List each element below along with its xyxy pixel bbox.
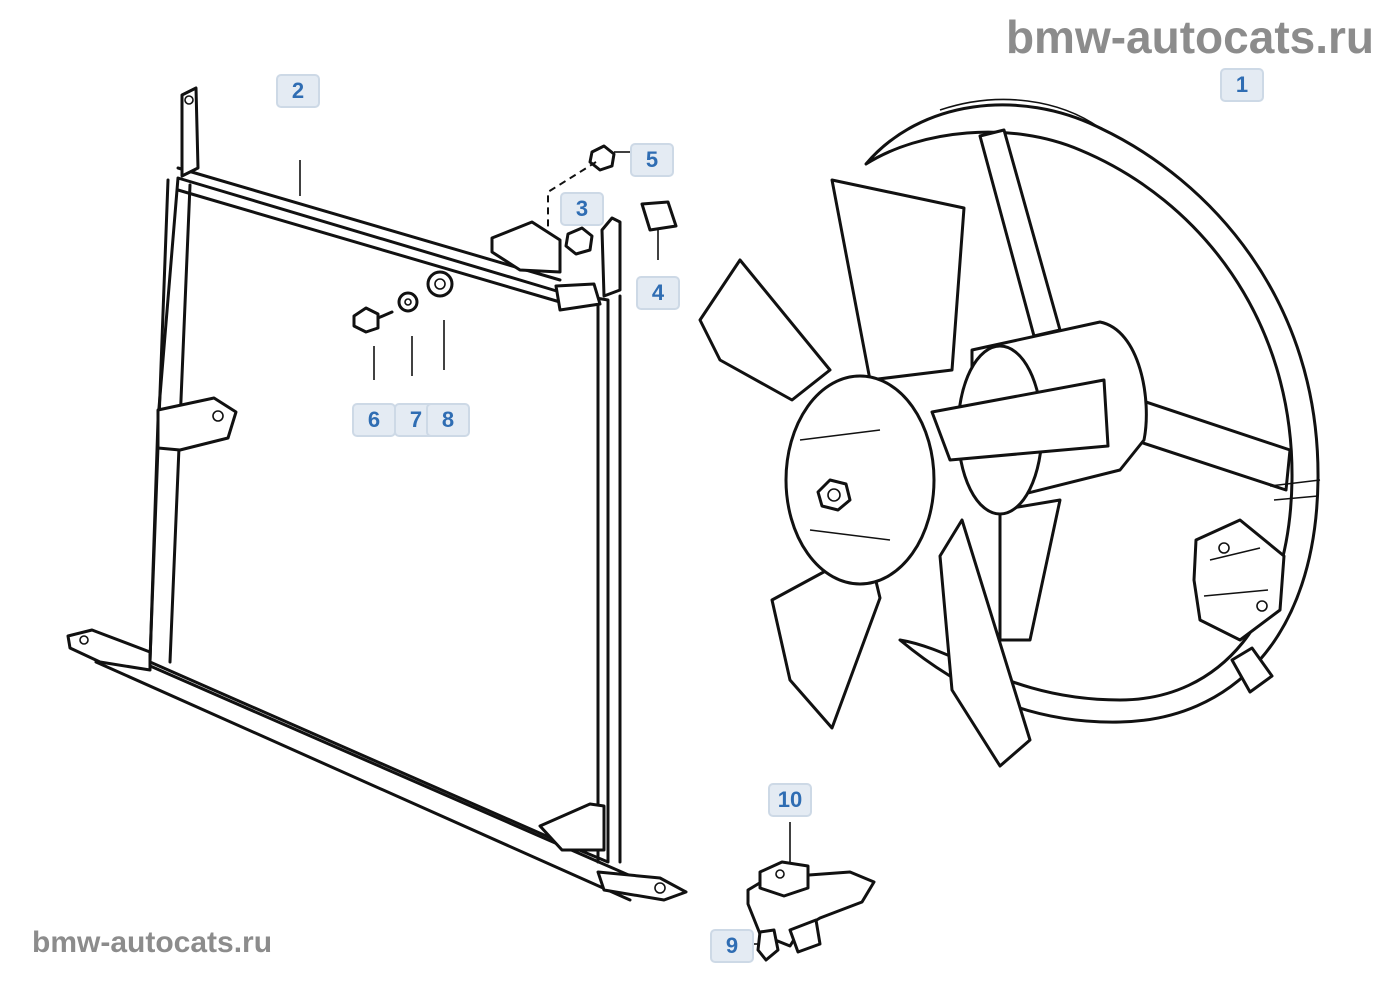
hardware-parts <box>299 144 791 945</box>
condenser-frame <box>66 86 688 902</box>
watermark-bottom: bmw-autocats.ru <box>32 926 273 959</box>
callout-9[interactable]: 9 <box>710 929 754 963</box>
bracket-and-buffer <box>746 860 876 962</box>
fan-assembly <box>698 98 1321 768</box>
callout-2[interactable]: 2 <box>276 74 320 108</box>
callout-1[interactable]: 1 <box>1220 68 1264 102</box>
callout-3[interactable]: 3 <box>560 192 604 226</box>
watermark-top: bmw-autocats.ru <box>1005 11 1374 63</box>
callout-6[interactable]: 6 <box>352 403 396 437</box>
callout-5[interactable]: 5 <box>630 143 674 177</box>
callout-4[interactable]: 4 <box>636 276 680 310</box>
callout-8[interactable]: 8 <box>426 403 470 437</box>
callout-10[interactable]: 10 <box>768 783 812 817</box>
